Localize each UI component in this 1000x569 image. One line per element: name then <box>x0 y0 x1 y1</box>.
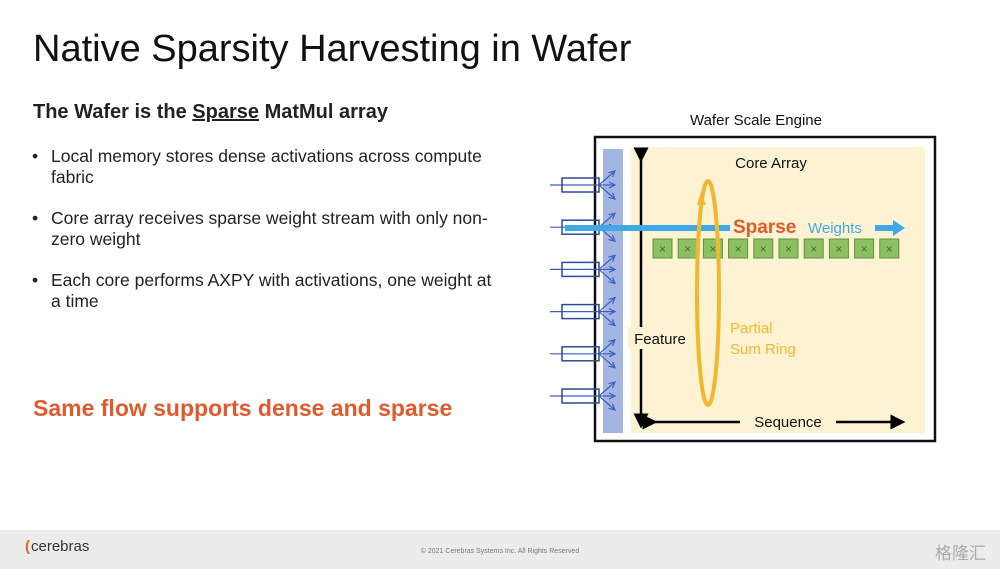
diagram-title: Wafer Scale Engine <box>690 112 822 129</box>
subtitle-emphasis: Sparse <box>192 101 260 123</box>
core-cell <box>652 238 673 259</box>
logo-text: cerebras <box>31 538 90 555</box>
core-cell <box>728 238 749 259</box>
cerebras-logo: (cerebras <box>25 538 89 555</box>
fanout-arrow-icon <box>598 353 615 368</box>
multiply-icon: × <box>861 242 868 256</box>
bullet-item: Local memory stores dense activations ac… <box>30 146 500 188</box>
fanout-arrow-icon <box>598 255 615 270</box>
multiply-icon: × <box>684 242 691 256</box>
core-cell <box>778 238 799 259</box>
fanout-arrow-icon <box>598 311 615 326</box>
multiply-icon: × <box>735 242 742 256</box>
sparse-label: Sparse <box>733 217 796 238</box>
weights-arrow-icon <box>875 220 905 236</box>
fanout-arrow-icon <box>598 382 615 397</box>
bullet-item: Core array receives sparse weight stream… <box>30 208 500 250</box>
core-array-label: Core Array <box>735 155 807 172</box>
fanout-arrow-icon <box>598 184 615 199</box>
watermark: 格隆汇 <box>935 544 986 563</box>
multiply-icon: × <box>785 242 792 256</box>
slide-subtitle: The Wafer is the Sparse MatMul array <box>33 101 388 124</box>
subtitle-post: MatMul array <box>259 101 388 123</box>
wafer-diagram: Wafer Scale Engine Core Array Feature Sp… <box>550 112 937 443</box>
fanout-arrow-icon <box>598 395 615 410</box>
weights-label: Weights <box>808 220 862 237</box>
bullet-item: Each core performs AXPY with activations… <box>30 270 500 312</box>
sequence-label: Sequence <box>754 414 822 431</box>
feature-label: Feature <box>634 331 686 348</box>
bullet-list: Local memory stores dense activations ac… <box>30 146 500 332</box>
ring-arrow-icon <box>697 192 706 205</box>
core-cell <box>803 238 824 259</box>
multiply-icon: × <box>810 242 817 256</box>
multiply-icon: × <box>709 242 716 256</box>
sum-ring-label: Sum Ring <box>730 341 796 358</box>
multiply-icon: × <box>835 242 842 256</box>
callout: Same flow supports dense and sparse <box>33 395 453 421</box>
slide-title: Native Sparsity Harvesting in Wafer <box>33 28 632 70</box>
logo-mark-icon: ( <box>25 538 30 555</box>
fanout-arrow-icon <box>598 298 615 313</box>
feature-label-bg <box>628 327 690 349</box>
partial-label: Partial <box>730 320 773 337</box>
core-cell <box>828 238 849 259</box>
copyright: © 2021 Cerebras Systems Inc. All Rights … <box>420 548 580 555</box>
multiply-icon: × <box>659 242 666 256</box>
fanout-arrow-icon <box>598 171 615 186</box>
subtitle-pre: The Wafer is the <box>33 101 193 123</box>
fanout-arrow-icon <box>598 340 615 355</box>
multiply-icon: × <box>886 242 893 256</box>
multiply-icon: × <box>760 242 767 256</box>
core-array-panel <box>631 147 925 433</box>
fanout-arrow-icon <box>598 268 615 283</box>
partial-sum-ring <box>695 179 721 407</box>
core-cell <box>879 238 900 259</box>
footer: (cerebras © 2021 Cerebras Systems Inc. A… <box>0 530 1000 569</box>
core-cell <box>753 238 774 259</box>
core-cell <box>854 238 875 259</box>
fanout-arrow-icon <box>598 213 615 228</box>
